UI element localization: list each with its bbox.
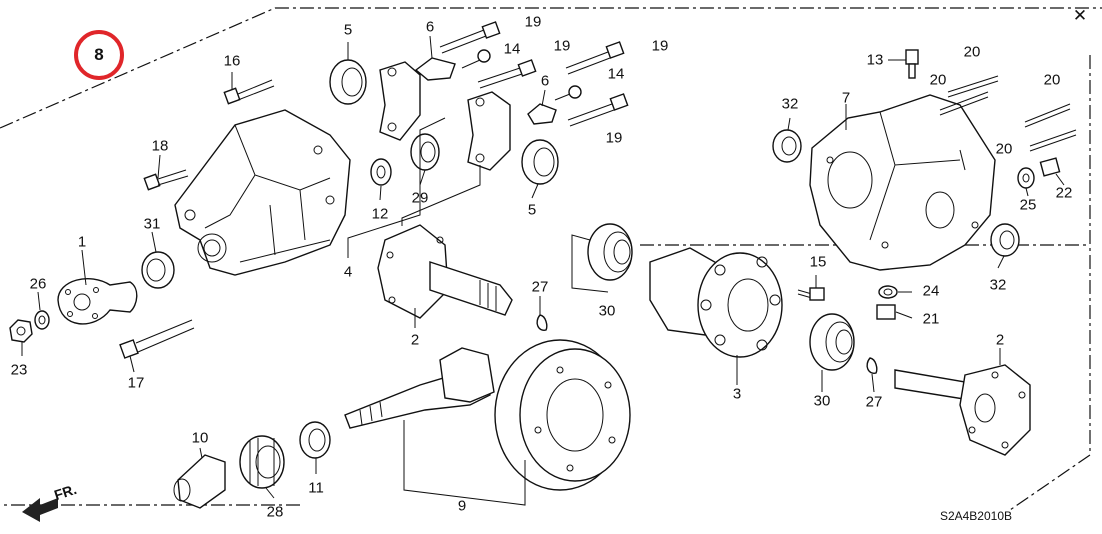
output-shaft-2-left[interactable]: [377, 224, 513, 319]
circlip-27-left[interactable]: [536, 314, 548, 331]
callout-6[interactable]: 6: [540, 72, 550, 90]
bolt-16[interactable]: [223, 79, 275, 105]
leader-lines: [21, 35, 1065, 506]
washer-25[interactable]: [1017, 167, 1035, 189]
lock-nut-23[interactable]: [9, 319, 33, 343]
group-number-badge: 8: [74, 30, 124, 80]
callout-4[interactable]: 4: [343, 263, 353, 281]
callout-26[interactable]: 26: [29, 275, 47, 293]
rear-cover-7[interactable]: [809, 94, 996, 271]
bolt-17[interactable]: [119, 319, 195, 359]
shim-11[interactable]: [299, 421, 331, 459]
callout-14[interactable]: 14: [607, 65, 625, 83]
callout-20[interactable]: 20: [995, 140, 1013, 158]
oil-seal-31[interactable]: [141, 251, 175, 289]
seal-32-lower[interactable]: [990, 223, 1020, 257]
callout-27[interactable]: 27: [531, 278, 549, 296]
side-bearing-5-upper[interactable]: [329, 59, 367, 105]
bearing-cap-upper[interactable]: [379, 61, 421, 141]
collapsible-spacer-10[interactable]: [173, 454, 226, 509]
callout-21[interactable]: 21: [922, 310, 940, 328]
callout-20[interactable]: 20: [963, 43, 981, 61]
callout-1[interactable]: 1: [77, 233, 87, 251]
callout-32[interactable]: 32: [781, 95, 799, 113]
callout-23[interactable]: 23: [10, 361, 28, 379]
callout-27[interactable]: 27: [865, 393, 883, 411]
callout-10[interactable]: 10: [191, 429, 209, 447]
callout-18[interactable]: 18: [151, 137, 169, 155]
side-bearing-5-lower[interactable]: [521, 139, 559, 185]
pinion-bearing-28[interactable]: [239, 435, 285, 489]
callout-19[interactable]: 19: [651, 37, 669, 55]
callout-19[interactable]: 19: [524, 13, 542, 31]
washer-26[interactable]: [34, 310, 50, 330]
differential-carrier-4[interactable]: [174, 109, 351, 276]
callout-19[interactable]: 19: [605, 129, 623, 147]
callout-5[interactable]: 5: [343, 21, 353, 39]
bolt-18[interactable]: [143, 169, 189, 191]
bearing-30-right[interactable]: [809, 313, 855, 371]
callout-13[interactable]: 13: [866, 51, 884, 69]
callout-6[interactable]: 6: [425, 18, 435, 36]
diagram-code: S2A4B2010B: [939, 509, 1012, 523]
callout-24[interactable]: 24: [922, 282, 940, 300]
callout-9[interactable]: 9: [457, 497, 467, 515]
callout-30[interactable]: 30: [813, 392, 831, 410]
plug-21[interactable]: [876, 304, 896, 320]
bearing-cap-lower[interactable]: [467, 91, 511, 171]
bearing-30-left[interactable]: [587, 223, 633, 281]
callout-22[interactable]: 22: [1055, 184, 1073, 202]
seal-32-upper[interactable]: [772, 129, 802, 163]
circlip-27-right[interactable]: [866, 357, 878, 374]
drive-pinion-9[interactable]: [344, 347, 495, 429]
callout-2[interactable]: 2: [410, 331, 420, 349]
callout-3[interactable]: 3: [732, 385, 742, 403]
lock-plate-6-upper[interactable]: [414, 57, 456, 81]
callout-20[interactable]: 20: [929, 71, 947, 89]
studs-20[interactable]: [939, 75, 1077, 152]
bearing-29[interactable]: [410, 133, 440, 171]
callout-32[interactable]: 32: [989, 276, 1007, 294]
drain-plug-22[interactable]: [1039, 157, 1061, 177]
lock-plate-6-lower[interactable]: [527, 103, 557, 125]
callout-2[interactable]: 2: [995, 331, 1005, 349]
callout-30[interactable]: 30: [598, 302, 616, 320]
group-number: 8: [94, 45, 104, 64]
callout-25[interactable]: 25: [1019, 196, 1037, 214]
breather-13[interactable]: [905, 49, 919, 79]
callout-17[interactable]: 17: [127, 374, 145, 392]
close-button[interactable]: ✕: [1068, 4, 1092, 28]
callout-28[interactable]: 28: [266, 503, 284, 521]
callout-31[interactable]: 31: [143, 215, 161, 233]
callout-29[interactable]: 29: [411, 189, 429, 207]
washer-24[interactable]: [878, 285, 898, 299]
callout-5[interactable]: 5: [527, 201, 537, 219]
washer-12[interactable]: [370, 158, 392, 186]
close-icon: ✕: [1072, 6, 1088, 26]
output-shaft-2-right[interactable]: [894, 364, 1031, 456]
callout-7[interactable]: 7: [841, 89, 851, 107]
bolts-19-14[interactable]: [439, 21, 629, 127]
callout-15[interactable]: 15: [809, 253, 827, 271]
callout-19[interactable]: 19: [553, 37, 571, 55]
callout-12[interactable]: 12: [371, 205, 389, 223]
differential-case-3[interactable]: [649, 247, 783, 358]
callout-16[interactable]: 16: [223, 52, 241, 70]
callout-14[interactable]: 14: [503, 40, 521, 58]
ring-gear-9[interactable]: [494, 339, 631, 491]
companion-flange-1[interactable]: [57, 277, 138, 325]
callout-20[interactable]: 20: [1043, 71, 1061, 89]
callout-11[interactable]: 11: [308, 479, 324, 497]
bolt-15[interactable]: [797, 287, 825, 301]
forward-arrow-icon: [22, 498, 58, 522]
